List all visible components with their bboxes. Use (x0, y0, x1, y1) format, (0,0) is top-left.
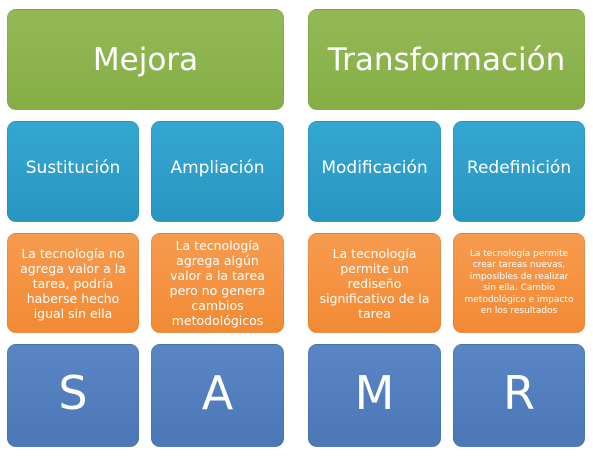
description-modificacion: La tecnología permite un rediseño signif… (308, 233, 441, 333)
level-redefinicion: Redefinición (453, 121, 585, 222)
letter-m: M (308, 344, 441, 447)
level-sustitucion: Sustitución (7, 121, 139, 222)
group-header-mejora: Mejora (7, 9, 284, 110)
letter-s: S (7, 344, 139, 447)
description-sustitucion: La tecnología no agrega valor a la tarea… (7, 233, 139, 333)
letter-r: R (453, 344, 585, 447)
letter-a: A (151, 344, 284, 447)
level-ampliacion: Ampliación (151, 121, 284, 222)
description-ampliacion: La tecnología agrega algún valor a la ta… (151, 233, 284, 333)
group-header-transformacion: Transformación (308, 9, 585, 110)
description-redefinicion: La tecnología permite crear tareas nueva… (453, 233, 585, 333)
level-modificacion: Modificación (308, 121, 441, 222)
